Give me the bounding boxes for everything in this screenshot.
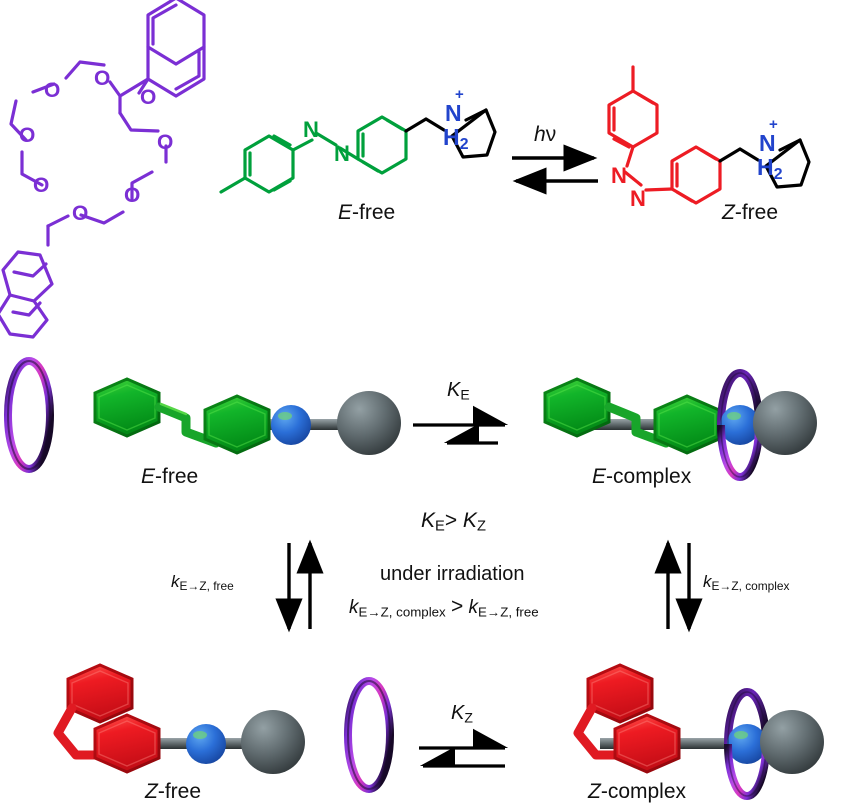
e-free-cartoon	[93, 377, 401, 455]
z-free-cyclopentylmethyl-tail	[738, 138, 811, 189]
z-free-cartoon-label: Z-free	[145, 780, 202, 803]
hv-label: hν	[534, 123, 557, 146]
z-cartoon-ammonium-sphere	[186, 724, 226, 764]
center-inequality-line1: KE> KZ	[421, 509, 486, 535]
ke-label: KE	[447, 379, 470, 403]
right-rate-constant-label: kE→Z, complex	[703, 572, 790, 593]
crown-oxygen-label: O	[140, 86, 157, 109]
e-cartoon-ammonium-sphere	[271, 405, 311, 445]
z-complex-tolyl-hexagon	[586, 663, 654, 724]
crown-oxygen-label: O	[44, 79, 61, 102]
e-free-structure-label: E-free	[338, 201, 396, 224]
e-complex-stopper-sphere	[753, 391, 817, 455]
z-complex-phenyl-hexagon	[613, 713, 681, 774]
z-free-cartoon	[53, 663, 305, 774]
z-free-structure-label: Z-free	[722, 201, 779, 224]
crown-ether-macrocycle	[0, 0, 206, 339]
macrocycle-cartoon-free-top	[4, 357, 54, 473]
crown-oxygen-label: O	[33, 174, 50, 197]
z-free-nitrogen-label: N	[630, 186, 646, 211]
z-cartoon-azo-linker	[53, 703, 111, 760]
z-free-ammonium-label: N	[759, 130, 776, 156]
e-cartoon-azo-linker	[154, 402, 221, 448]
z-complex-cartoon	[573, 663, 824, 800]
e-free-ammonium-label: N	[445, 100, 462, 126]
crown-oxygen-label: O	[94, 67, 111, 90]
kz-equilibrium-arrows	[419, 728, 509, 768]
e-free-ammonium-charge: +	[455, 86, 464, 103]
z-complex-cartoon-label: Z-complex	[588, 780, 687, 803]
z-complex-ring-front	[724, 743, 770, 800]
e-complex-ring-front	[717, 424, 763, 481]
crown-oxygen-label: O	[124, 184, 141, 207]
left-rate-constant-label: kE→Z, free	[171, 572, 234, 593]
z-cartoon-tolyl-hexagon	[66, 663, 134, 724]
kz-label: KZ	[451, 702, 473, 726]
e-free-nitrogen-label: N	[303, 117, 319, 142]
e-cartoon-azo-highlight	[159, 402, 188, 416]
e-free-cyclopentylmethyl-tail	[424, 108, 497, 159]
crown-oxygen-label: O	[157, 131, 174, 154]
e-complex-cartoon-label: E-complex	[592, 465, 692, 488]
e-complex-tolyl-hexagon	[543, 377, 611, 438]
z-complex-ring-back	[724, 688, 770, 745]
z-cartoon-phenyl-hexagon	[93, 713, 161, 774]
z-cartoon-stopper-sphere	[241, 710, 305, 774]
crown-oxygen-label: O	[72, 202, 89, 225]
e-cartoon-tolyl-hexagon	[93, 377, 161, 438]
e-complex-ammonium-sphere	[720, 405, 760, 445]
e-complex-phenyl-hexagon	[653, 394, 721, 455]
z-complex-stopper-sphere	[760, 710, 824, 774]
z-complex-ammonium-sphere	[727, 724, 767, 764]
e-free-azo-double-bond	[314, 131, 338, 147]
center-irradiation-note: under irradiation	[380, 563, 525, 585]
e-free-ammonium-h: H2	[443, 124, 469, 154]
z-complex-azo-linker	[573, 703, 631, 760]
e-free-molecule	[219, 115, 428, 194]
crown-oxygen-label: O	[19, 124, 36, 147]
z-free-ammonium-h: H2	[757, 154, 783, 184]
e-complex-cartoon	[543, 369, 817, 481]
e-complex-azo-linker	[604, 402, 671, 448]
right-vertical-arrows	[654, 539, 703, 633]
e-free-nitrogen-label: N	[334, 141, 350, 166]
e-free-cartoon-label: E-free	[141, 465, 199, 488]
z-free-azo-double-bond	[623, 170, 643, 187]
z-free-molecule	[607, 65, 742, 205]
z-free-ammonium-charge: +	[769, 116, 778, 133]
ke-equilibrium-arrows	[413, 405, 509, 445]
center-inequality-line3: kE→Z, complex > kE→Z, free	[349, 595, 539, 620]
photoisomerization-arrows	[512, 144, 598, 195]
macrocycle-cartoon-free-bottom	[344, 677, 394, 793]
e-complex-ring-back	[717, 369, 763, 426]
e-cartoon-stopper-sphere	[337, 391, 401, 455]
e-cartoon-phenyl-hexagon	[203, 394, 271, 455]
z-free-nitrogen-label: N	[611, 163, 627, 188]
left-vertical-arrows	[275, 539, 324, 633]
